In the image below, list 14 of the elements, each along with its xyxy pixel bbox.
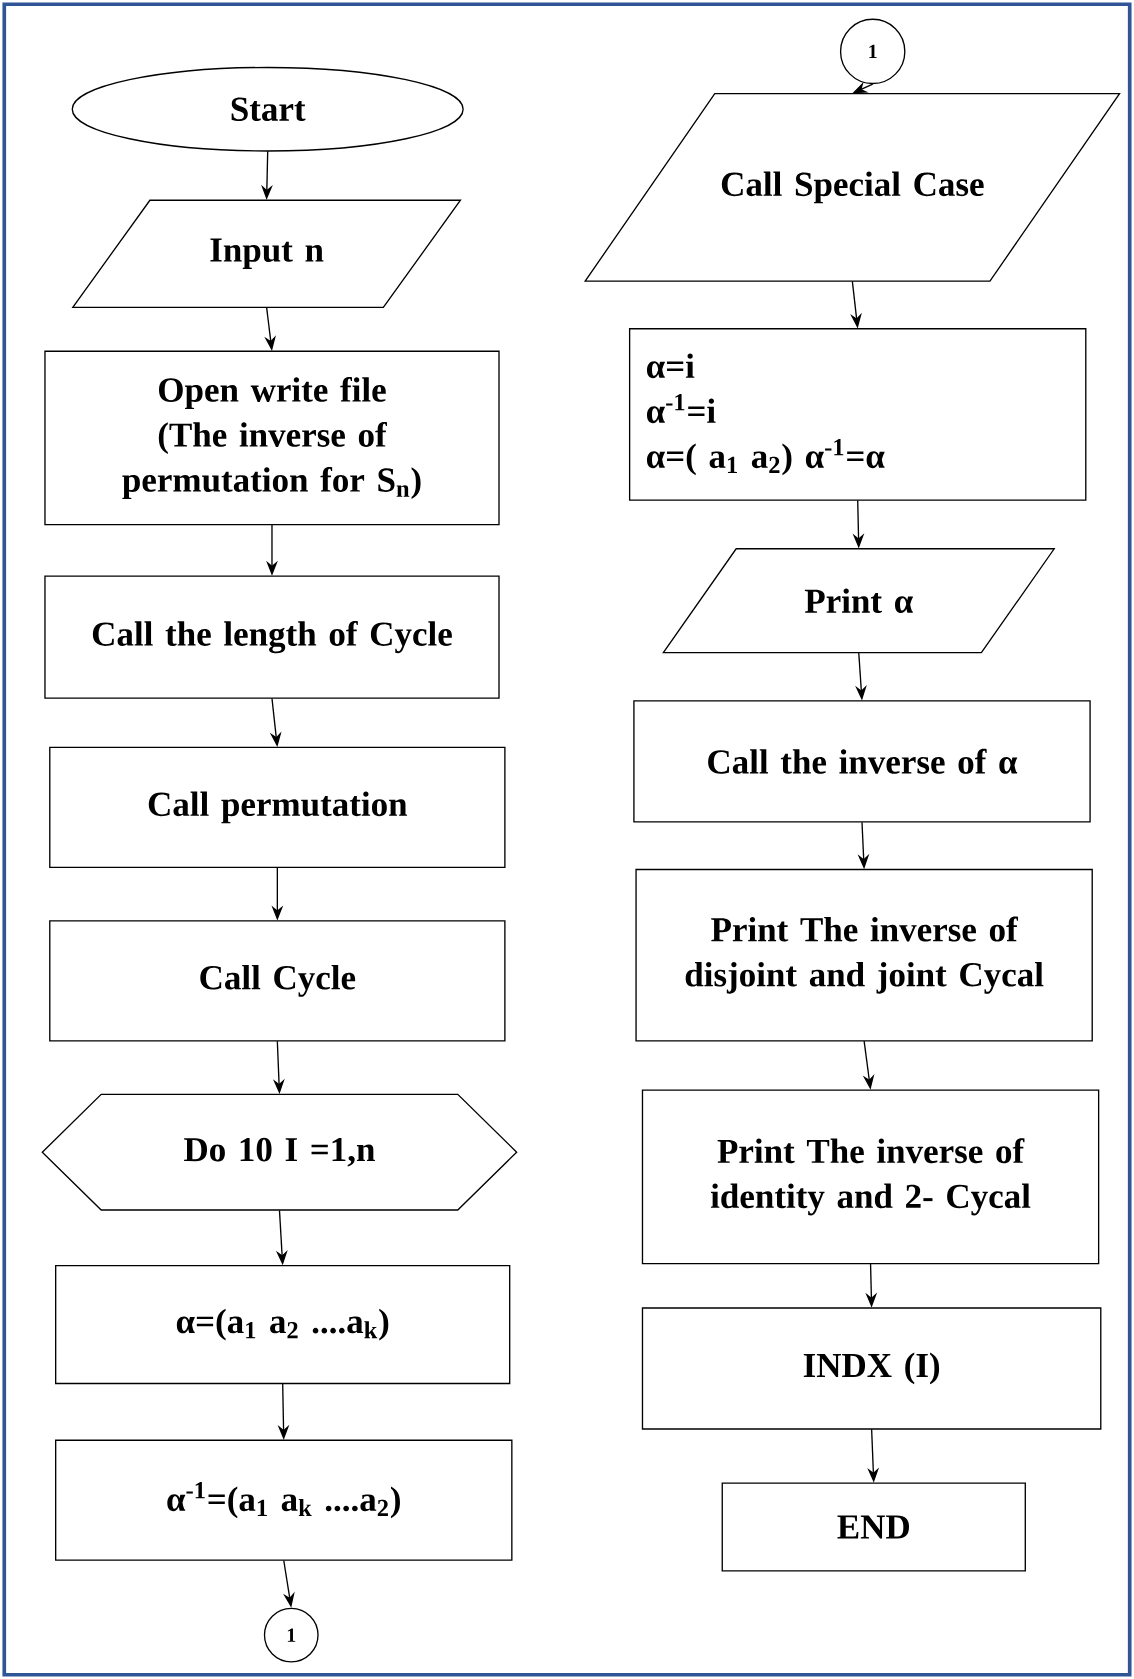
process-box: α$^{-1}$=(a$_{1}$ a$_{k}$ ....a$_{2}$)	[55, 1439, 513, 1561]
process-box: END	[721, 1482, 1026, 1572]
loop-hexagon: Do 10 I =1,n	[41, 1093, 518, 1211]
io-parallelogram: Print α	[662, 548, 1056, 654]
process-box: α=i α$^{-1}$=i α=( a$_{1}$ a$_{2}$) α$^{-1}$=α	[628, 328, 1087, 501]
process-box: Call Cycle	[49, 920, 506, 1042]
process-box: Call the inverse of α	[633, 700, 1091, 823]
process-box: Print The inverse of identity and 2- Cycal	[641, 1089, 1100, 1265]
process-box: α=(a$_{1}$ a$_{2}$ ....a$_{k}$)	[55, 1265, 511, 1385]
process-box: INDX (I)	[641, 1307, 1102, 1430]
process-box: Call permutation	[49, 746, 506, 868]
process-box: Print The inverse of disjoint and joint Cycal	[635, 868, 1093, 1042]
process-box: Call the length of Cycle	[44, 575, 500, 699]
process-box: Open write file (The inverse of permutation for S$_{n}$)	[44, 350, 500, 526]
